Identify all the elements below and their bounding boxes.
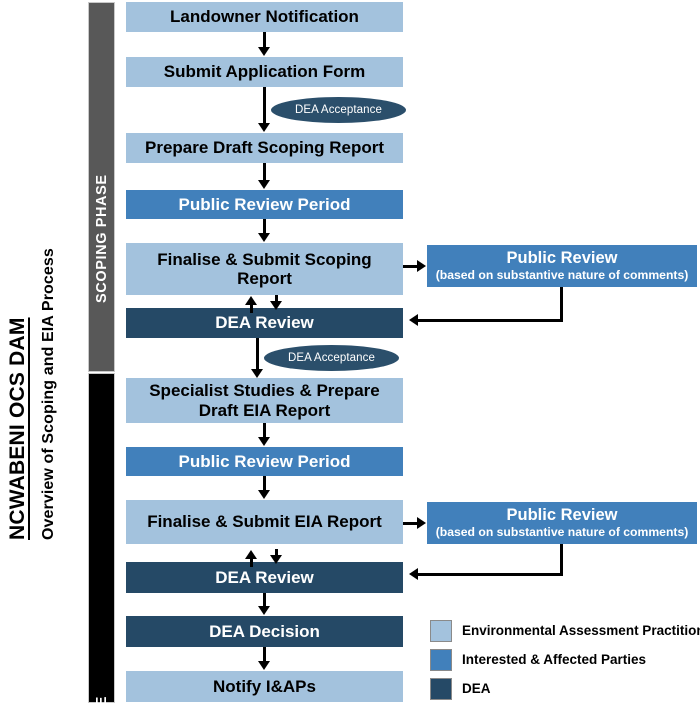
node-label: Landowner Notification xyxy=(170,7,359,27)
arrow-down-icon xyxy=(258,233,270,242)
document-subtitle: Overview of Scoping and EIA Process xyxy=(40,248,57,540)
node-label: Finalise & Submit EIA Report xyxy=(147,512,382,532)
node-landowner-notification[interactable]: Landowner Notification xyxy=(126,2,403,32)
node-sublabel: (based on substantive nature of comments… xyxy=(435,524,689,539)
arrow-down-icon xyxy=(258,123,270,132)
node-label: DEA Review xyxy=(215,567,314,587)
node-public-review-scoping-side[interactable]: Public Review (based on substantive natu… xyxy=(427,245,697,287)
connector-line xyxy=(256,338,259,370)
connector-line xyxy=(263,163,266,180)
document-title: NCWABENI OCS DAM xyxy=(6,317,29,540)
node-submit-application-form[interactable]: Submit Application Form xyxy=(126,57,403,87)
phase-label-scoping: SCOPING PHASE xyxy=(94,174,110,303)
node-label: Prepare Draft Scoping Report xyxy=(145,138,384,158)
arrow-down-icon xyxy=(251,369,263,378)
legend-label: Environmental Assessment Practitioner xyxy=(462,623,700,638)
gate-dea-acceptance-scoping[interactable]: DEA Acceptance xyxy=(271,97,406,123)
legend-item-dea: DEA xyxy=(430,675,695,702)
node-notify-iaps[interactable]: Notify I&APs xyxy=(126,671,403,702)
arrow-down-icon xyxy=(258,437,270,446)
node-label: Public Review xyxy=(506,249,618,268)
node-label: DEA Decision xyxy=(209,621,320,641)
gate-label: DEA Acceptance xyxy=(287,352,376,364)
node-label: DEA Review xyxy=(215,313,314,333)
connector-line xyxy=(263,593,266,607)
connector-line xyxy=(263,32,266,48)
connector-line xyxy=(560,287,563,322)
arrow-left-icon xyxy=(409,314,418,326)
node-label: Specialist Studies & Prepare Draft EIA R… xyxy=(149,381,380,420)
connector-line xyxy=(403,265,419,268)
node-sublabel: (based on substantive nature of comments… xyxy=(435,267,689,282)
arrow-right-icon xyxy=(417,517,426,529)
legend-swatch-dea xyxy=(430,677,452,700)
node-dea-review-eia[interactable]: DEA Review xyxy=(126,562,403,593)
legend: Environmental Assessment Practitioner In… xyxy=(430,617,700,704)
phase-bar-eia: EIA PHASE xyxy=(88,373,115,709)
connector-line xyxy=(263,647,266,662)
arrow-down-icon xyxy=(258,47,270,56)
legend-item-eap: Environmental Assessment Practitioner xyxy=(430,617,700,644)
gate-dea-acceptance-eia[interactable]: DEA Acceptance xyxy=(264,345,399,371)
node-label: Finalise & Submit Scoping Report xyxy=(157,249,372,288)
node-dea-review-scoping[interactable]: DEA Review xyxy=(126,308,403,338)
arrow-left-icon xyxy=(409,568,418,580)
connector-line xyxy=(275,549,278,557)
legend-label: Interested & Affected Parties xyxy=(462,652,647,667)
legend-label: DEA xyxy=(462,681,491,696)
node-label: Public Review Period xyxy=(178,451,351,471)
node-finalise-submit-eia-report[interactable]: Finalise & Submit EIA Report xyxy=(126,500,403,544)
arrow-down-icon xyxy=(270,301,282,310)
node-dea-decision[interactable]: DEA Decision xyxy=(126,616,403,647)
node-public-review-eia-side[interactable]: Public Review (based on substantive natu… xyxy=(427,502,697,544)
arrow-up-icon xyxy=(245,296,257,305)
phase-bar-scoping: SCOPING PHASE xyxy=(88,2,115,372)
connector-line xyxy=(263,476,266,491)
connector-line xyxy=(418,319,563,322)
connector-line xyxy=(418,573,563,576)
node-label: Public Review Period xyxy=(178,194,351,214)
legend-swatch-eap xyxy=(430,619,452,642)
connector-line xyxy=(560,544,563,575)
connector-line xyxy=(263,423,266,438)
arrow-down-icon xyxy=(258,606,270,615)
legend-item-iap: Interested & Affected Parties xyxy=(430,646,695,673)
connector-line xyxy=(403,522,419,525)
legend-swatch-iap xyxy=(430,648,452,671)
node-finalise-submit-scoping-report[interactable]: Finalise & Submit Scoping Report xyxy=(126,243,403,295)
connector-line xyxy=(263,87,266,124)
node-public-review-period-scoping[interactable]: Public Review Period xyxy=(126,190,403,219)
arrow-up-icon xyxy=(245,550,257,559)
connector-line xyxy=(275,295,278,303)
node-public-review-period-eia[interactable]: Public Review Period xyxy=(126,447,403,476)
arrow-right-icon xyxy=(417,260,426,272)
connector-line xyxy=(250,558,253,567)
gate-label: DEA Acceptance xyxy=(294,104,383,116)
node-label: Notify I&APs xyxy=(213,676,316,696)
arrow-down-icon xyxy=(258,661,270,670)
connector-line xyxy=(263,219,266,234)
arrow-down-icon xyxy=(258,490,270,499)
phase-label-eia: EIA PHASE xyxy=(94,696,110,709)
node-label: Public Review xyxy=(506,506,618,525)
connector-line xyxy=(250,304,253,313)
arrow-down-icon xyxy=(270,555,282,564)
node-prepare-draft-scoping-report[interactable]: Prepare Draft Scoping Report xyxy=(126,133,403,163)
node-label: Submit Application Form xyxy=(163,62,366,82)
arrow-down-icon xyxy=(258,180,270,189)
node-specialist-studies-draft-eia-report[interactable]: Specialist Studies & Prepare Draft EIA R… xyxy=(126,378,403,423)
